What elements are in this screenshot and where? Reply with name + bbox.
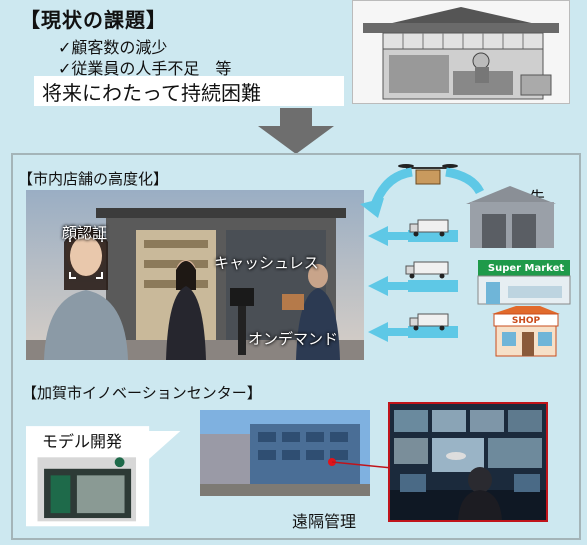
- shop-icon: [492, 306, 560, 357]
- issue-item-customers: ✓顧客数の減少: [58, 38, 168, 57]
- model-development-label: モデル開発: [42, 432, 123, 451]
- issue-item-staff: ✓従業員の人手不足 等: [58, 59, 232, 78]
- truck-icon: [409, 313, 449, 331]
- innovation-center-photo: [200, 410, 370, 496]
- logistics-graphic: [360, 164, 571, 357]
- truck-icon: [409, 219, 449, 237]
- conclusion-text: 将来にわたって持続困難: [42, 80, 261, 105]
- control-room-photo: [388, 402, 548, 522]
- on-demand-label: オンデマンド: [248, 330, 339, 348]
- arrow-icon: [360, 198, 384, 218]
- face-auth-label: 顔認証: [62, 224, 108, 242]
- conclusion-box: 将来にわたって持続困難: [34, 76, 344, 106]
- supermarket-icon: [477, 260, 571, 305]
- arrow-icon: [368, 276, 408, 296]
- store-photo: 顔認証 キャッシュレス オンデマンド: [26, 190, 364, 360]
- model-callout: [26, 426, 181, 527]
- warehouse-icon: [466, 186, 556, 248]
- cashless-label: キャッシュレス: [214, 254, 319, 272]
- drone-icon: [398, 164, 458, 185]
- truck-icon: [405, 261, 449, 279]
- supermarket-sign: Super Market: [487, 263, 565, 274]
- old-shop-illustration: [352, 0, 570, 104]
- current-issues-title: 【現状の課題】: [20, 8, 167, 32]
- connector-line: [331, 461, 393, 469]
- remote-management-label: 遠隔管理: [292, 512, 357, 531]
- arrow-icon: [368, 226, 408, 246]
- section-title-innovation-center: 【加賀市イノベーションセンター】: [22, 384, 262, 402]
- shop-sign: SHOP: [511, 316, 541, 326]
- section-title-city-stores: 【市内店舗の高度化】: [18, 170, 169, 188]
- arrow-icon: [368, 322, 408, 342]
- down-arrow-icon: [258, 108, 334, 154]
